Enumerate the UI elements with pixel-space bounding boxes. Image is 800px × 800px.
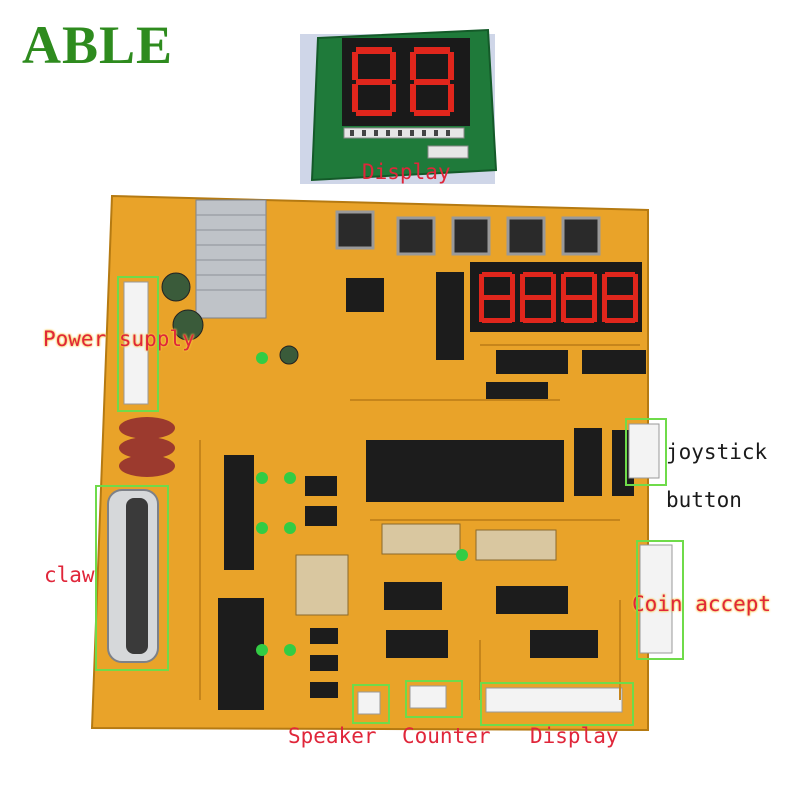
highlight-claw [95, 485, 169, 671]
main-board [90, 194, 673, 732]
label-counter: Counter [402, 724, 491, 748]
label-display-top: Display [362, 160, 451, 184]
highlight-coin-accept [636, 540, 684, 660]
highlight-display-bottom [480, 682, 634, 726]
highlight-speaker [352, 684, 390, 724]
label-claw: claw [44, 563, 95, 587]
display-module [300, 28, 498, 184]
label-coin-accept: Coin accept [632, 592, 772, 616]
label-display-bottom: Display [530, 724, 619, 748]
label-joystick: joystick [666, 440, 768, 464]
label-button: button [666, 488, 742, 512]
label-speaker: Speaker [288, 724, 377, 748]
highlight-joystick [625, 418, 667, 486]
brand-logo: ABLE [22, 15, 174, 75]
highlight-counter [405, 680, 463, 718]
highlight-power-supply [117, 276, 159, 412]
